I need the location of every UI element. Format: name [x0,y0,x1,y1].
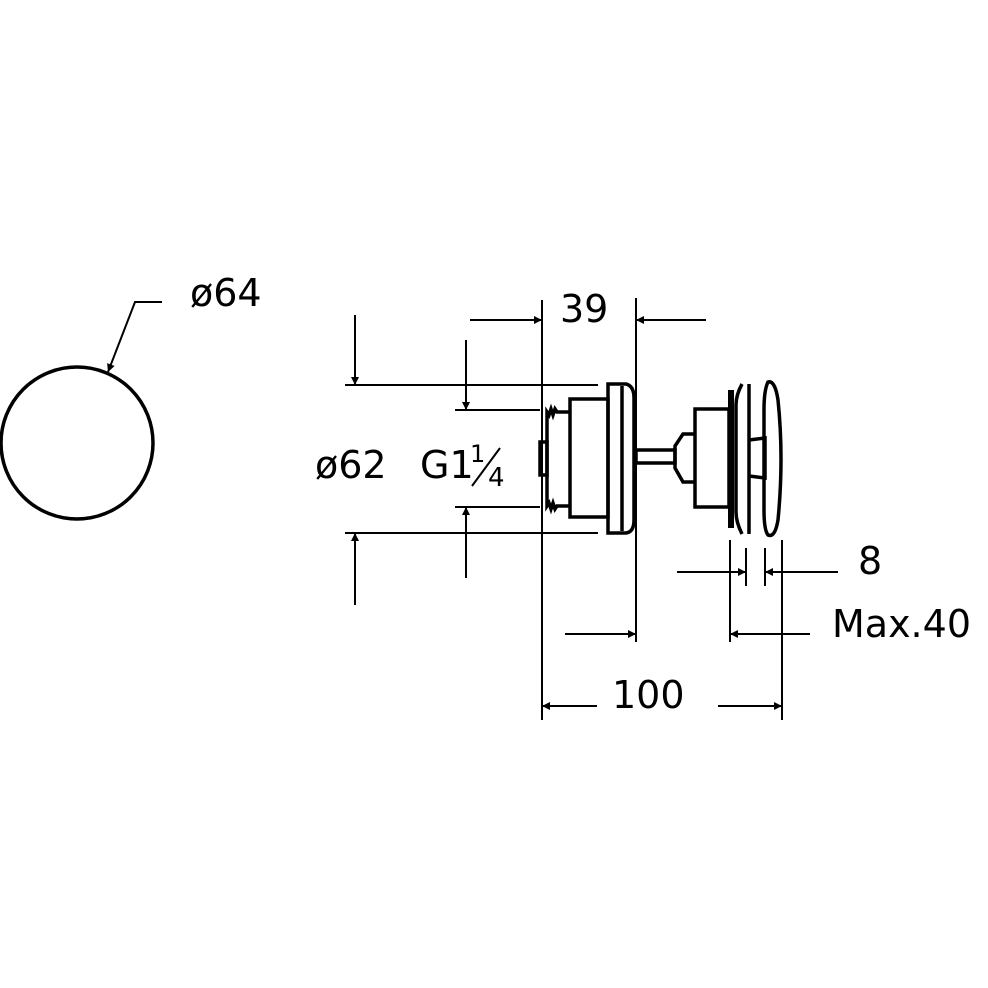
dim-max40-label: Max.40 [832,602,971,646]
diameter-62-label: ø62 [315,443,387,487]
dim-39-label: 39 [560,287,608,331]
fraction-slash [471,447,501,487]
dim-100-label: 100 [612,673,685,717]
extension-lines [345,298,783,720]
thread-fraction-denominator: 4 [488,463,505,493]
dim-8-label: 8 [858,539,882,583]
cap-outline-circle [0,365,155,521]
front-view: ø64 [0,271,262,521]
dimension-arrows [351,315,838,710]
thread-label: G1 [420,443,474,487]
front-diameter-label: ø64 [190,271,262,315]
thread-fraction-numerator: 1 [470,440,485,468]
diameter-leader [107,301,162,373]
side-view-fitting [538,380,783,538]
